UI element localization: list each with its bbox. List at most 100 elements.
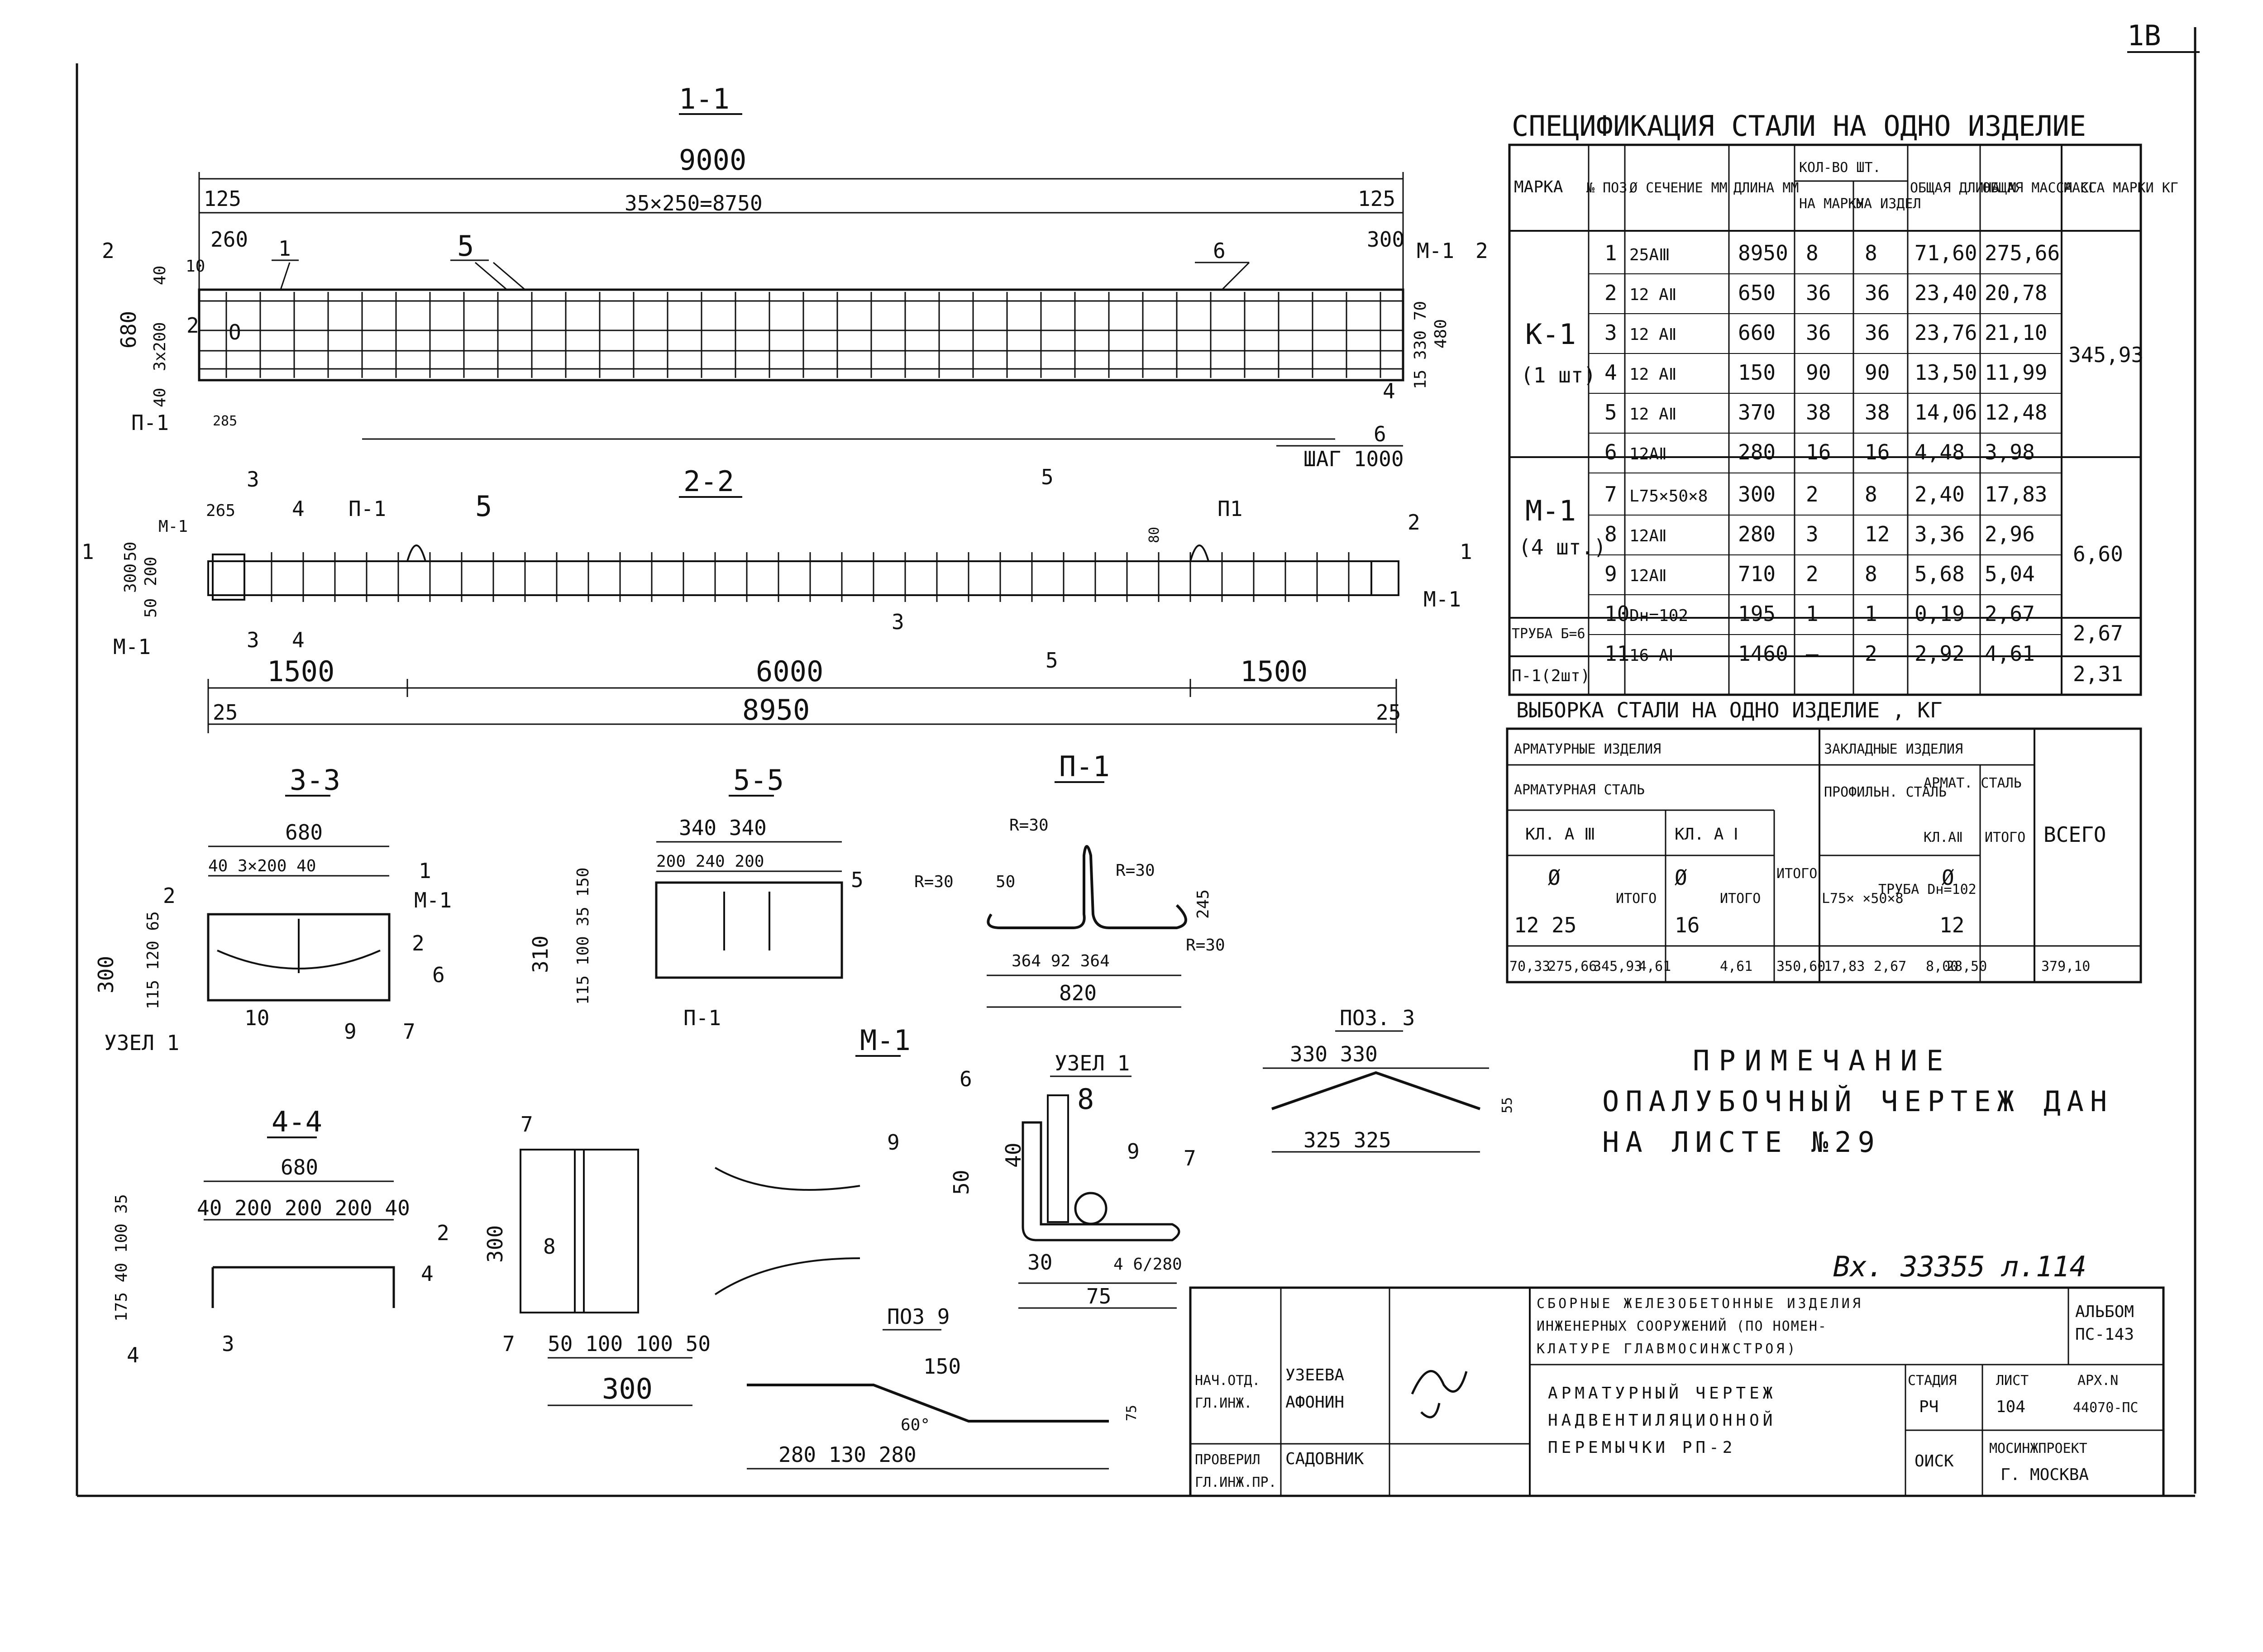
section-4-4: 4-4 680 40 200 200 200 40 175 40 100 35 …: [112, 1105, 449, 1367]
sel-value-cell: 4,61: [1720, 959, 1752, 974]
spec-cell-qi: 8: [1865, 482, 1877, 506]
stamp-album2: ПС-143: [2075, 1325, 2134, 1344]
spec-cell-pos: 8: [1604, 522, 1617, 546]
spec-cell-tm: 5,04: [1985, 562, 2035, 586]
m1-label: М-1: [1417, 239, 1454, 263]
stamp-arch: 44070-ПС: [2073, 1400, 2139, 1416]
spec-cell-section: Dн=102: [1629, 606, 1688, 625]
total-length-label: 9000: [679, 143, 746, 177]
cut4-label-top: 4: [292, 497, 305, 521]
spec-cell-length: 280: [1738, 522, 1776, 546]
spec-cell-qm: 2: [1806, 562, 1819, 586]
d50b-label: 50: [121, 542, 140, 561]
spec-cell-qi: 12: [1865, 522, 1890, 546]
spec-h-qty: КОЛ-ВО ШТ.: [1799, 160, 1881, 176]
d50-p1-label: 50: [996, 873, 1015, 891]
spec-cell-tm: 11,99: [1985, 360, 2047, 385]
step-label: ШАГ 1000: [1303, 447, 1404, 471]
sel-value-cell: 28,50: [1946, 959, 1987, 974]
height-300-label: 300: [94, 956, 118, 993]
r4-label: R=30: [1186, 936, 1225, 955]
cut1-left-label: 1: [81, 540, 94, 564]
sel-h-emb-items: ЗАКЛАДНЫЕ ИЗДЕЛИЯ: [1824, 741, 1963, 757]
pos7-node-label: 7: [1184, 1146, 1196, 1170]
sel-h-it2: ИТОГО: [1720, 891, 1761, 907]
spec-title: СПЕЦИФИКАЦИЯ СТАЛИ НА ОДНО ИЗДЕЛИЕ: [1512, 110, 2086, 143]
spec-cell-pos: 1: [1604, 241, 1617, 265]
stamp-name2: АФОНИН: [1285, 1393, 1344, 1412]
page-number: 1В: [2127, 19, 2161, 52]
d265-label: 265: [206, 501, 235, 520]
spec-h-section: Ø СЕЧЕНИЕ ММ: [1629, 180, 1728, 196]
r2-label: R=30: [1009, 816, 1049, 835]
detail-p1-title: П-1: [1059, 750, 1110, 783]
stamp-sheet-h: ЛИСТ: [1996, 1373, 2029, 1389]
sel-value-cell: 275,66: [1548, 959, 1597, 974]
spec-cell-qm: —: [1806, 641, 1819, 666]
stamp-title2: НАДВЕНТИЛЯЦИОННОЙ: [1548, 1411, 1776, 1430]
note-block: ПРИМЕЧАНИЕ ОПАЛУБОЧНЫЙ ЧЕРТЕЖ ДАН НА ЛИС…: [1602, 1044, 2107, 1159]
spec-cell-length: 300: [1738, 482, 1776, 506]
spec-cell-tm: 4,61: [1985, 641, 2035, 666]
spec-cell-length: 1460: [1738, 641, 1788, 666]
stamp-album1: АЛЬБОМ: [2075, 1303, 2134, 1321]
sel-h-itogo2: ИТОГО: [1985, 830, 2025, 845]
spec-cell-qm: 8: [1806, 241, 1819, 265]
sel-h-d2: Ø: [1675, 865, 1687, 890]
pos-1-label: 1: [278, 236, 291, 261]
sel-h-kl3: КЛ. А Ⅲ: [1525, 825, 1595, 844]
bottom-p1-label: 364 92 364: [1012, 952, 1110, 970]
spec-cell-tl: 23,40: [1914, 281, 1977, 305]
sel-h-l75: L75× ×50×8: [1822, 891, 1904, 907]
sel-h-it1: ИТОГО: [1616, 891, 1657, 907]
spec-cell-tl: 13,50: [1914, 360, 1977, 385]
spec-table: СПЕЦИФИКАЦИЯ СТАЛИ НА ОДНО ИЗДЕЛИЕ МАРКА…: [1508, 110, 2178, 696]
m1-left-label: М-1: [113, 635, 151, 659]
leader-line: [1221, 262, 1250, 291]
pos8-m1-label: 8: [543, 1234, 556, 1259]
stamp-arch-h: АРХ.N: [2077, 1373, 2118, 1389]
spec-group-k1: К-1: [1525, 318, 1576, 351]
top-340-label: 340 340: [679, 816, 767, 840]
spec-cell-tl: 2,92: [1914, 641, 1965, 666]
spec-cell-qm: 2: [1806, 482, 1819, 506]
spec-h-mark: МАРКА: [1514, 178, 1563, 196]
stamp-role3: ПРОВЕРИЛ: [1195, 1452, 1260, 1468]
cut5-label-bottom: 5: [1046, 648, 1058, 673]
spec-cell-qi: 36: [1865, 281, 1890, 305]
section-2-2: 2-2 265 М-1 3 4 П-1 5 5 80 П1 2 1 1 300 …: [81, 465, 1472, 733]
p1-right-label: П1: [1217, 497, 1242, 521]
pos10-33-label: 10: [244, 1006, 269, 1030]
detail-m1-title: М-1: [860, 1024, 911, 1057]
spec-h-total-len: ОБЩАЯ ДЛИНА М: [1910, 180, 2016, 196]
stamp-desc1: СБОРНЫЕ ЖЕЛЕЗОБЕТОННЫЕ ИЗДЕЛИЯ: [1537, 1296, 1863, 1312]
spec-cell-tl: 0,19: [1914, 602, 1965, 626]
pos9-33-label: 9: [344, 1019, 357, 1044]
spec-cell-section: 12АⅡ: [1629, 527, 1667, 545]
sel-h-vsego: ВСЕГО: [2043, 822, 2106, 847]
stamp-dept: ОИСК: [1914, 1452, 1954, 1471]
height-310-label: 310: [528, 936, 553, 973]
selection-table: ВЫБОРКА СТАЛИ НА ОДНО ИЗДЕЛИЕ , КГ АРМАТ…: [1506, 698, 2142, 984]
d245-p1-label: 245: [1194, 889, 1213, 919]
sel-value-cell: 70,33: [1509, 959, 1550, 974]
section-5-5-title: 5-5: [733, 764, 784, 797]
spec-group-p1: П-1(2шт): [1512, 667, 1590, 685]
spacing-label: 35×250=8750: [625, 191, 763, 215]
pos2-33-label: 2: [163, 883, 176, 908]
sel-h-arm-items: АРМАТУРНЫЕ ИЗДЕЛИЯ: [1514, 741, 1661, 757]
sel-value-cell: 8,00: [1926, 959, 1958, 974]
pos2-44-label: 2: [437, 1221, 449, 1245]
detail-pos9: ПОЗ 9 150 60° 75 280 130 280: [747, 1304, 1140, 1470]
spec-cell-qm: 3: [1806, 522, 1819, 546]
spec-cell-length: 280: [1738, 440, 1776, 464]
pos-5-label: 5: [457, 229, 474, 263]
spec-cell-tl: 23,76: [1914, 320, 1977, 345]
e25-right-label: 25: [1376, 700, 1401, 725]
leader-line: [493, 262, 525, 291]
total-m1-label: 300: [602, 1372, 653, 1405]
spec-cell-tm: 21,10: [1985, 320, 2047, 345]
spec-cell-tm: 12,48: [1985, 400, 2047, 425]
spec-cell-pos: 9: [1604, 562, 1617, 586]
